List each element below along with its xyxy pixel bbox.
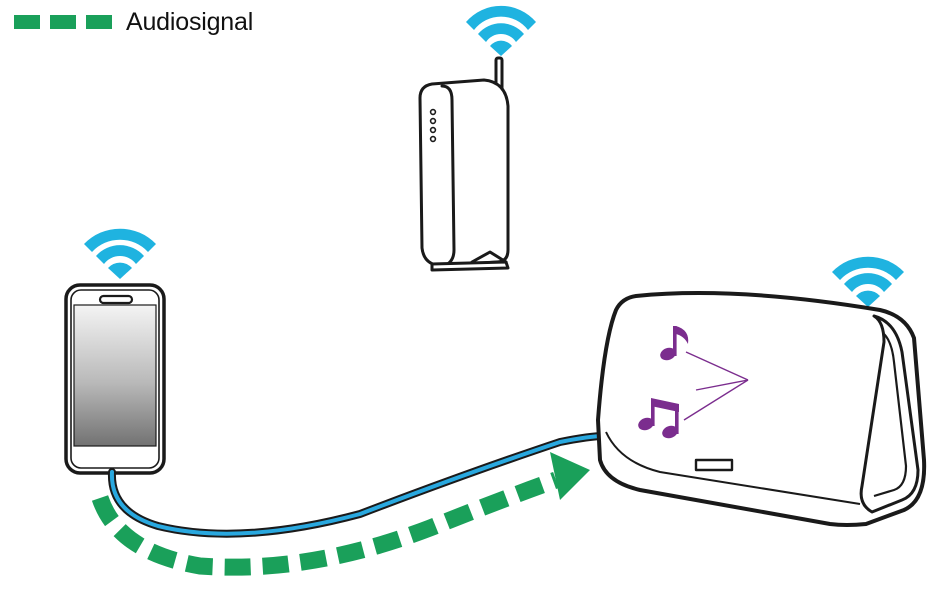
speaker-icon <box>596 291 927 527</box>
sound-lines <box>683 351 749 421</box>
music-note-icon <box>660 326 689 361</box>
legend: Audiosignal <box>14 6 253 38</box>
router-status-leds <box>429 108 437 143</box>
legend-swatch-dashes <box>14 15 112 29</box>
router-icon <box>418 56 510 272</box>
audio-signal-arrow <box>91 452 590 576</box>
router-wifi-icon <box>466 5 536 56</box>
legend-label: Audiosignal <box>126 7 254 36</box>
audio-cable <box>107 432 608 538</box>
double-music-note-icon <box>638 398 679 439</box>
speaker-wifi-icon <box>832 256 904 307</box>
phone-wifi-icon <box>84 228 156 279</box>
smartphone-icon <box>64 283 166 475</box>
